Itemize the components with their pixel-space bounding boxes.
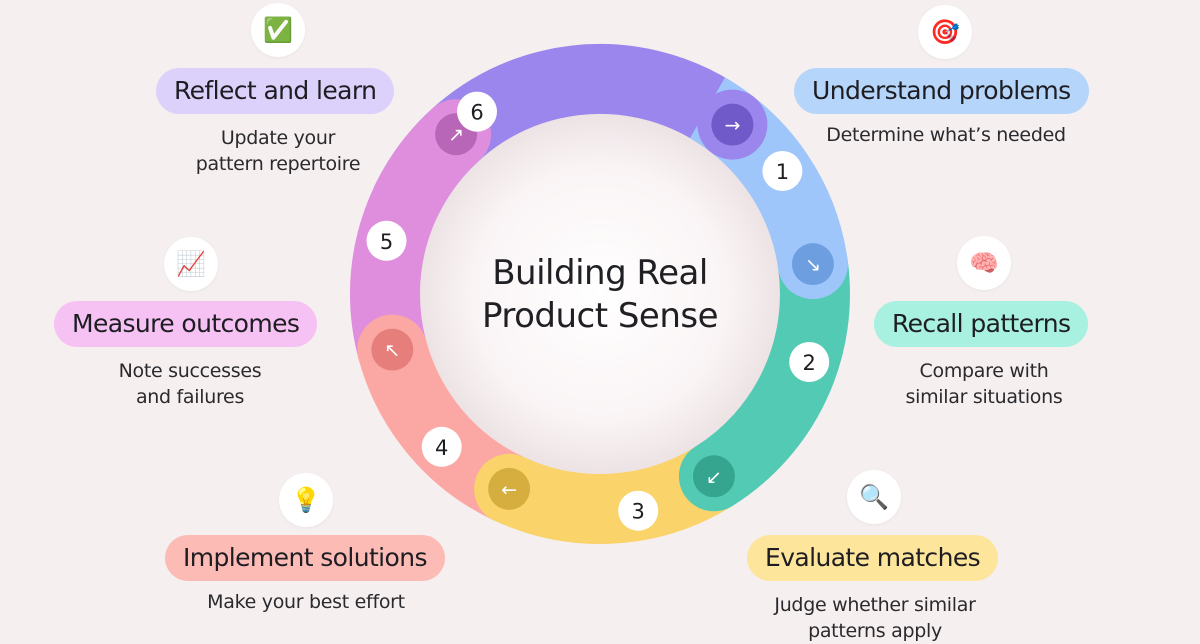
check-mark-button-icon: ✅ (251, 3, 305, 57)
magnifying-glass-icon: 🔍 (847, 470, 901, 524)
arrow-icon-1: ↘ (805, 254, 821, 276)
step-2-title: Recall patterns (874, 301, 1089, 347)
arrow-disc-6 (711, 103, 754, 146)
title-line-2: Product Sense (481, 296, 719, 336)
step-6-title: Reflect and learn (156, 68, 395, 114)
center-disc (418, 112, 782, 476)
step-number-badge-6 (457, 91, 497, 132)
step-number-badge-5 (366, 220, 407, 261)
step-1-title: Understand problems (794, 68, 1089, 114)
step-1-description: Determine what’s needed (826, 124, 1066, 146)
step-6-description: Update your pattern repertoire (195, 127, 361, 175)
ring-badges: ↖ ← ↙ ↘ ↗ → 1 2 3 4 5 6 (366, 91, 834, 531)
step-number-1: 1 (776, 160, 789, 184)
step-2-description: Compare with similar situations (905, 360, 1063, 408)
step-3-description: Judge whether similar patterns apply (774, 594, 976, 642)
arrow-disc-2 (692, 455, 735, 498)
light-bulb-icon: 💡 (279, 473, 333, 527)
arrow-icon-3: ← (501, 479, 517, 501)
step-4-title: Implement solutions (165, 535, 445, 581)
step-4-description: Make your best effort (207, 591, 405, 613)
arrow-icon-4: ↖ (384, 340, 400, 362)
step-5-title: Measure outcomes (54, 301, 318, 347)
chart-increasing-icon: 📈 (164, 237, 218, 291)
diagram-title: Building Real Product Sense (450, 252, 750, 338)
step-number-4: 4 (435, 436, 448, 460)
step-number-2: 2 (803, 351, 816, 375)
step-number-badge-3 (618, 490, 659, 531)
step-number-5: 5 (380, 230, 393, 254)
arrow-icon-6: → (724, 115, 740, 137)
step-number-badge-4 (421, 426, 462, 467)
direct-hit-icon: 🎯 (918, 5, 972, 59)
step-3-title: Evaluate matches (747, 535, 999, 581)
arrow-icon-5: ↗ (448, 124, 464, 146)
arrow-disc-4 (371, 328, 414, 371)
step-5-description: Note successes and failures (118, 360, 262, 408)
step-number-badge-1 (762, 151, 803, 191)
arrow-icon-2: ↙ (706, 466, 722, 488)
arrow-disc-3 (488, 467, 531, 510)
step-number-6: 6 (470, 101, 483, 125)
step-number-3: 3 (632, 500, 645, 524)
title-line-1: Building Real (492, 253, 708, 293)
step-number-badge-2 (789, 342, 830, 382)
brain-icon: 🧠 (957, 236, 1011, 290)
arrow-disc-1 (791, 243, 834, 286)
